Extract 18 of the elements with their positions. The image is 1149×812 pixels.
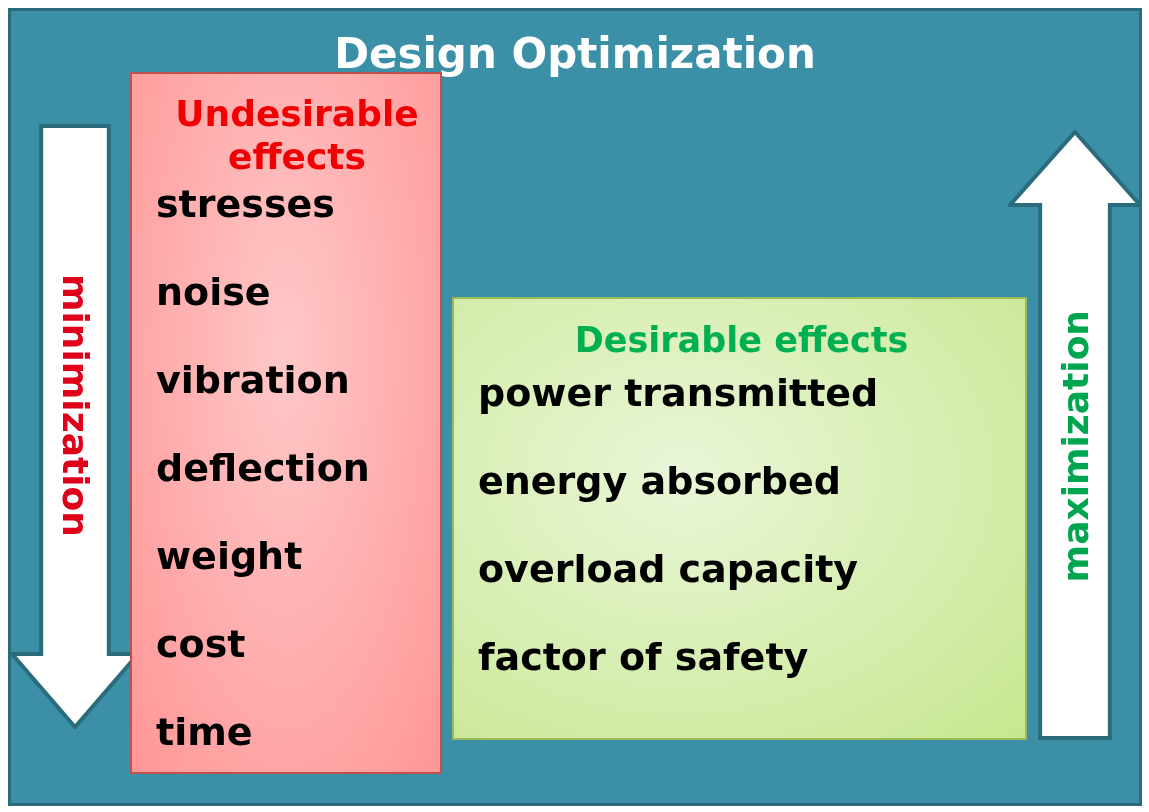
panel-heading: Undesirable effects [174,92,420,179]
list-item: overload capacity [478,547,859,591]
list-item: deflection [156,446,370,490]
desirable-effects-panel [452,297,1027,740]
arrow-label: minimization [54,274,96,537]
panel-heading: Design Optimization [333,29,817,78]
list-item: vibration [156,358,350,402]
panel-heading: Desirable effects [573,319,910,361]
list-item: noise [156,270,271,314]
list-item: time [156,710,253,754]
arrow-label: maximization [1054,310,1096,583]
list-item: power transmitted [478,371,879,415]
panel-background [8,8,1142,806]
list-item: energy absorbed [478,459,842,503]
list-item: cost [156,622,246,666]
list-item: factor of safety [478,635,809,679]
list-item: stresses [156,182,335,226]
list-item: weight [156,534,303,578]
